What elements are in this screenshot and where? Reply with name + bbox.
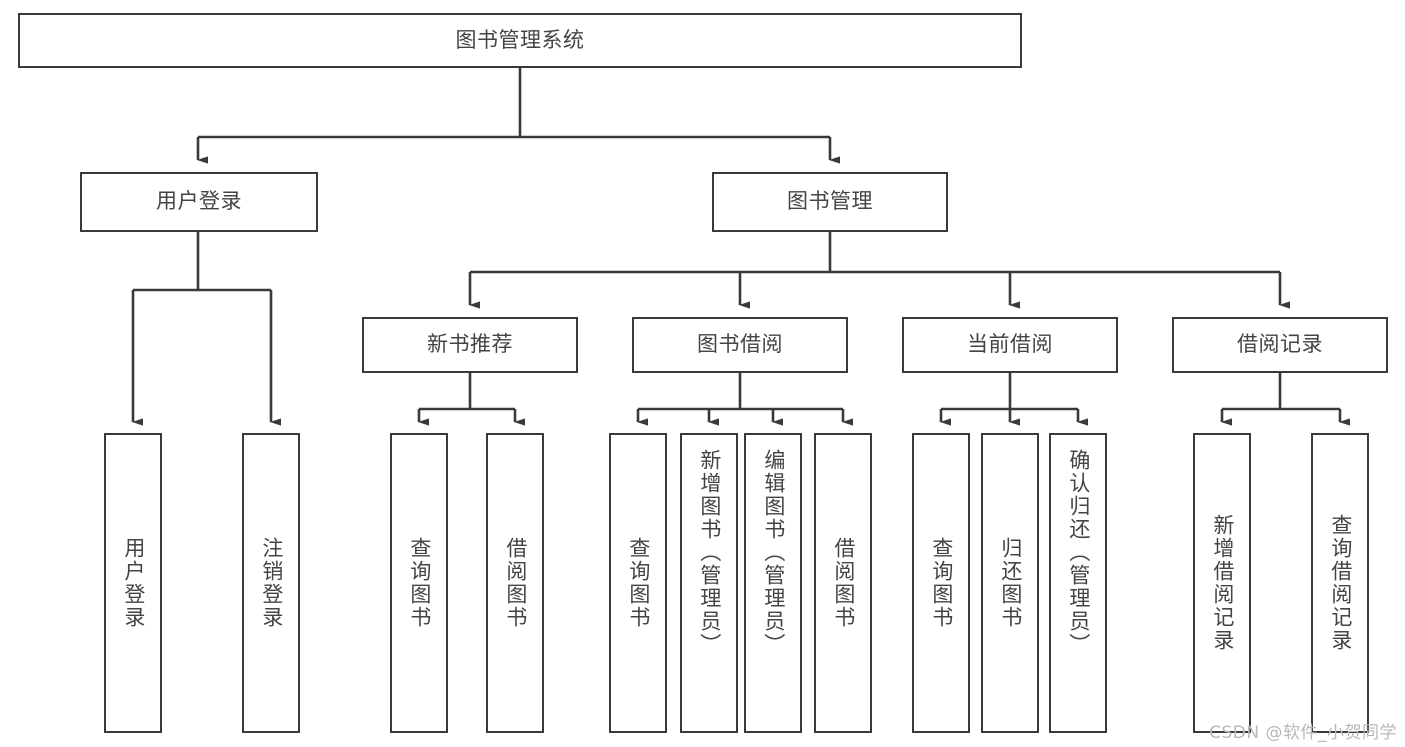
node-label: 图书管理	[787, 189, 873, 214]
node-root-system[interactable]: 图书管理系统	[18, 13, 1022, 68]
leaf-user-login[interactable]: 用户登录	[104, 433, 162, 733]
leaf-query-book-recommend[interactable]: 查询图书	[390, 433, 448, 733]
node-label: 确认归还（管理员）	[1066, 449, 1091, 656]
leaf-borrow-book[interactable]: 借阅图书	[814, 433, 872, 733]
leaf-logout[interactable]: 注销登录	[242, 433, 300, 733]
leaf-borrow-book-recommend[interactable]: 借阅图书	[486, 433, 544, 733]
node-book-borrow[interactable]: 图书借阅	[632, 317, 848, 373]
node-label: 归还图书	[998, 537, 1023, 629]
node-label: 查询借阅记录	[1328, 514, 1353, 652]
node-label: 注销登录	[259, 537, 284, 629]
watermark-text: CSDN @软件_小贺同学	[1209, 723, 1397, 743]
node-current-borrow[interactable]: 当前借阅	[902, 317, 1118, 373]
leaf-query-book-borrow[interactable]: 查询图书	[609, 433, 667, 733]
node-label: 图书借阅	[697, 332, 783, 357]
leaf-add-book-admin[interactable]: 新增图书（管理员）	[680, 433, 738, 733]
node-label: 用户登录	[156, 189, 242, 214]
leaf-add-borrow-record[interactable]: 新增借阅记录	[1193, 433, 1251, 733]
node-label: 新增借阅记录	[1210, 514, 1235, 652]
leaf-edit-book-admin[interactable]: 编辑图书（管理员）	[744, 433, 802, 733]
node-label: 查询图书	[929, 537, 954, 629]
node-label: 当前借阅	[967, 332, 1053, 357]
node-label: 借阅图书	[503, 537, 528, 629]
node-user-login[interactable]: 用户登录	[80, 172, 318, 232]
node-borrow-record[interactable]: 借阅记录	[1172, 317, 1388, 373]
node-new-book-recommend[interactable]: 新书推荐	[362, 317, 578, 373]
node-label: 新增图书（管理员）	[697, 449, 722, 656]
node-label: 查询图书	[626, 537, 651, 629]
leaf-query-book-current[interactable]: 查询图书	[912, 433, 970, 733]
node-label: 新书推荐	[427, 332, 513, 357]
node-label: 借阅记录	[1237, 332, 1323, 357]
node-label: 借阅图书	[831, 537, 856, 629]
leaf-query-borrow-record[interactable]: 查询借阅记录	[1311, 433, 1369, 733]
leaf-return-book[interactable]: 归还图书	[981, 433, 1039, 733]
node-label: 用户登录	[121, 537, 146, 629]
node-label: 编辑图书（管理员）	[761, 449, 786, 656]
leaf-confirm-return-admin[interactable]: 确认归还（管理员）	[1049, 433, 1107, 733]
node-label: 查询图书	[407, 537, 432, 629]
node-label: 图书管理系统	[455, 27, 585, 52]
node-book-management[interactable]: 图书管理	[712, 172, 948, 232]
